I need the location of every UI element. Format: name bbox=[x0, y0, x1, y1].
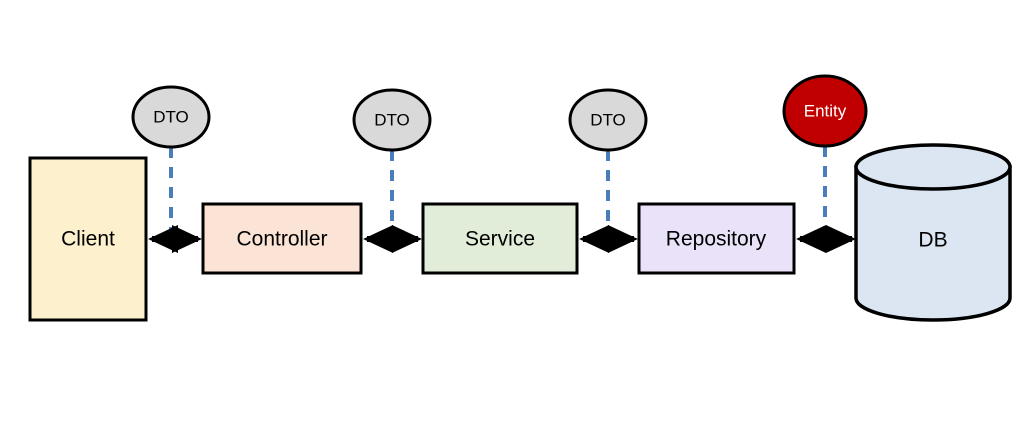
dto-2-ellipse[interactable] bbox=[352, 88, 432, 152]
service-label: Service bbox=[465, 228, 535, 251]
node-controller[interactable]: Controller bbox=[201, 202, 363, 275]
controller-label: Controller bbox=[236, 228, 327, 251]
db-label: DB bbox=[918, 229, 947, 252]
dto-1-label: DTO bbox=[153, 107, 189, 126]
node-client[interactable]: Client bbox=[28, 156, 148, 322]
node-service[interactable]: Service bbox=[421, 202, 579, 275]
dto-3-ellipse[interactable] bbox=[568, 88, 648, 152]
repository-box[interactable] bbox=[637, 202, 796, 275]
client-label: Client bbox=[61, 228, 115, 251]
service-box[interactable] bbox=[421, 202, 579, 275]
dto-2-label: DTO bbox=[374, 110, 410, 129]
badge-dto-1[interactable]: DTO bbox=[131, 85, 211, 149]
badge-entity-1[interactable]: Entity bbox=[782, 74, 868, 148]
controller-box[interactable] bbox=[201, 202, 363, 275]
entity-1-ellipse[interactable] bbox=[782, 74, 868, 148]
dto-1-ellipse[interactable] bbox=[131, 85, 211, 149]
connector-group bbox=[169, 146, 827, 241]
badge-dto-2[interactable]: DTO bbox=[352, 88, 432, 152]
badge-dto-3[interactable]: DTO bbox=[568, 88, 648, 152]
db-cylinder-top bbox=[854, 143, 1012, 191]
repository-label: Repository bbox=[666, 228, 767, 251]
client-box[interactable] bbox=[28, 156, 148, 322]
db-cylinder-body[interactable] bbox=[854, 165, 1012, 322]
node-db[interactable]: DB bbox=[854, 143, 1012, 322]
dto-3-label: DTO bbox=[590, 110, 626, 129]
node-repository[interactable]: Repository bbox=[637, 202, 796, 275]
entity-1-label: Entity bbox=[804, 101, 847, 120]
